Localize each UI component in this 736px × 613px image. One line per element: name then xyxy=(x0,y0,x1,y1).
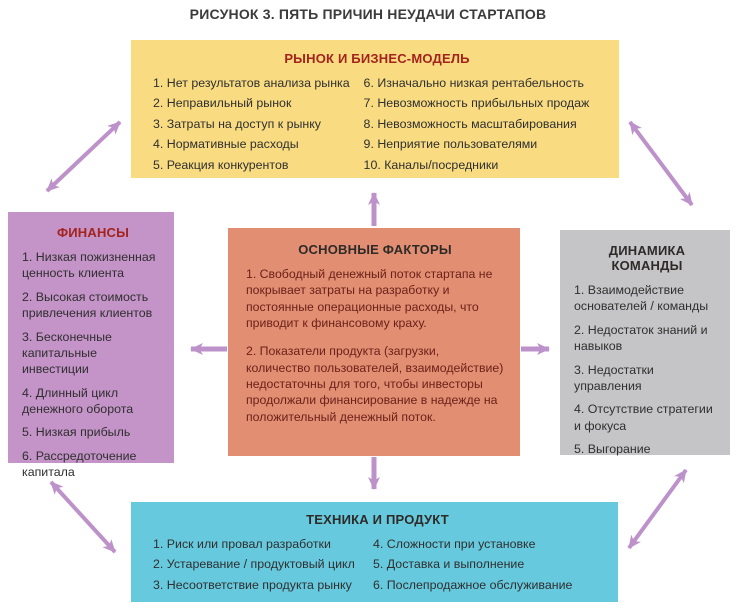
box-team-title: ДИНАМИКА КОМАНДЫ xyxy=(608,243,686,273)
market-item: 1. Нет результатов анализа рынка xyxy=(153,76,350,90)
core-paragraph: 2. Показатели продукта (загрузки, количе… xyxy=(246,344,504,424)
tech-item: 5. Доставка и выполнение xyxy=(373,557,525,572)
market-item: 2. Неправильный рынок xyxy=(153,96,292,111)
market-item: 4. Нормативные расходы xyxy=(153,137,299,152)
market-item: 10. Каналы/посредники xyxy=(363,157,499,172)
double-arrow-finance-market-icon xyxy=(45,120,122,193)
market-item: 6. Изначально низкая рентабельность xyxy=(363,76,584,90)
finance-items: 1. Низкая пожизненная ценность клиента 2.… xyxy=(22,249,164,481)
core-paragraph: 1. Свободный денежный поток стартапа не … xyxy=(246,267,493,331)
finance-item: 2. Высокая стоимость привлечения клиенто… xyxy=(22,289,153,321)
team-items: 1. Взаимодействие основателей / команды 2… xyxy=(574,282,720,457)
team-item: 4. Отсутствие стратегии и фокуса xyxy=(574,402,713,433)
box-team-dynamics: ДИНАМИКА КОМАНДЫ 1. Взаимодействие основ… xyxy=(560,230,730,457)
market-item: 5. Реакция конкурентов xyxy=(153,157,289,172)
box-core-factors: ОСНОВНЫЕ ФАКТОРЫ 1. Свободный денежный п… xyxy=(228,228,520,456)
finance-item: 4. Длинный цикл денежного оборота xyxy=(22,385,134,416)
box-tech-title: ТЕХНИКА И ПРОДУКТ xyxy=(306,512,449,527)
team-item: 2. Недостаток знаний и навыков xyxy=(574,322,708,354)
box-core-title: ОСНОВНЫЕ ФАКТОРЫ xyxy=(298,242,452,257)
market-items-left: 1. Нет результатов анализа рынка 2. Непра… xyxy=(153,75,364,177)
finance-item: 6. Рассредоточение капитала xyxy=(22,448,137,480)
finance-item: 5. Низкая прибыль xyxy=(22,425,131,440)
box-market-title: РЫНОК И БИЗНЕС-МОДЕЛЬ xyxy=(284,51,470,66)
tech-items-right: 4. Сложности при установке 5. Доставка и … xyxy=(373,536,602,597)
figure-title: РИСУНОК 3. ПЯТЬ ПРИЧИН НЕУДАЧИ СТАРТАПОВ xyxy=(189,6,547,22)
tech-items-left: 1. Риск или провал разработки 2. Устарева… xyxy=(153,536,373,597)
box-tech-product: ТЕХНИКА И ПРОДУКТ 1. Риск или провал раз… xyxy=(131,502,618,602)
market-items-right: 6. Изначально низкая рентабельность 7. Не… xyxy=(364,75,601,177)
box-finance-title: ФИНАНСЫ xyxy=(56,225,130,240)
market-item: 9. Неприятие пользователями xyxy=(363,137,538,152)
double-arrow-finance-tech-icon xyxy=(49,480,117,554)
finance-item: 1. Низкая пожизненная ценность клиента xyxy=(22,250,156,281)
double-arrow-team-tech-icon xyxy=(627,468,688,550)
double-arrow-market-team-icon xyxy=(628,120,694,207)
tech-item: 4. Сложности при установке xyxy=(373,537,536,551)
tech-item: 1. Риск или провал разработки xyxy=(153,537,331,551)
box-finance: ФИНАНСЫ 1. Низкая пожизненная ценность к… xyxy=(8,212,174,479)
market-item: 7. Невозможность прибыльных продаж xyxy=(363,96,590,111)
market-item: 3. Затраты на доступ к рынку xyxy=(153,116,321,131)
core-paragraphs: 1. Свободный денежный поток стартапа не … xyxy=(246,266,504,425)
box-market-business-model: РЫНОК И БИЗНЕС-МОДЕЛЬ 1. Нет результатов… xyxy=(131,40,619,178)
market-item: 8. Невозможность масштабирования xyxy=(363,116,577,131)
team-item: 5. Выгорание xyxy=(574,442,651,456)
tech-item: 2. Устаревание / продуктовый цикл xyxy=(153,557,355,572)
tech-item: 3. Несоответствие продукта рынку xyxy=(153,577,352,592)
finance-item: 3. Бесконечные капитальные инвестиции xyxy=(22,329,112,377)
team-item: 3. Недостатки управления xyxy=(574,362,654,393)
team-item: 1. Взаимодействие основателей / команды xyxy=(574,283,709,314)
tech-item: 6. Послепродажное обслуживание xyxy=(373,577,573,592)
